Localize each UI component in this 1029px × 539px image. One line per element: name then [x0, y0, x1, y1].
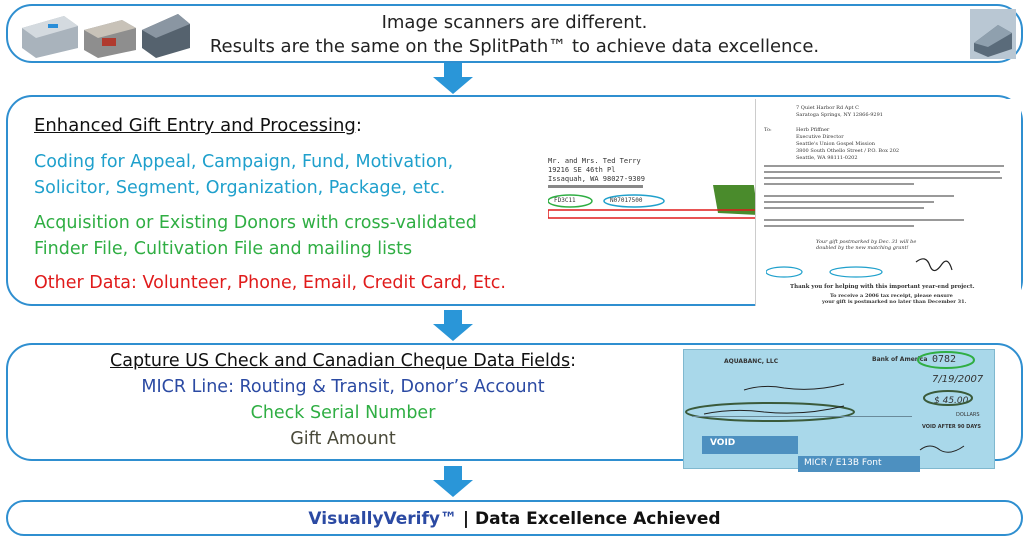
- letter-addr-1: 7 Quiet Harbor Rd Apt C: [796, 105, 859, 111]
- down-arrow-icon: [433, 63, 473, 94]
- donors-line-2: Finder File, Cultivation File and mailin…: [34, 239, 413, 259]
- check-date: 7/19/2007: [932, 374, 984, 385]
- check-serial-text: Check Serial Number: [250, 403, 436, 423]
- letter-note: Your gift postmarked by Dec. 31 will be …: [816, 239, 917, 251]
- letter-receipt-2: your gift is postmarked no later than De…: [822, 299, 967, 305]
- scanner-images: [22, 14, 190, 58]
- letter-recipient: Herb Pfiffner: [796, 127, 830, 133]
- check-amount: $ 45.00: [934, 396, 969, 406]
- scanner-3-image: [142, 14, 190, 58]
- address-code-1: FD3C11: [554, 197, 576, 204]
- letter-receipt-1: To receive a 2006 tax receipt, please en…: [830, 293, 953, 299]
- scanner-4-image: [970, 9, 1016, 59]
- micr-line-text: MICR Line: Routing & Transit, Donor’s Ac…: [141, 377, 545, 397]
- verify-brand: VisuallyVerify™: [308, 509, 457, 529]
- scanner-2-image: [84, 20, 136, 58]
- address-city: Issaquah, WA 98027-9309: [548, 175, 645, 183]
- verify-message: Data Excellence Achieved: [475, 509, 721, 529]
- address-name: Mr. and Mrs. Ted Terry: [548, 157, 641, 165]
- check-company: AQUABANC, LLC: [724, 358, 779, 365]
- other-data-text: Other Data: Volunteer, Phone, Email, Cre…: [34, 270, 506, 296]
- coding-line-1: Coding for Appeal, Campaign, Fund, Motiv…: [34, 152, 454, 172]
- letter-to: To:: [764, 127, 772, 133]
- down-arrow-icon: [433, 466, 473, 497]
- donors-text: Acquisition or Existing Donors with cros…: [34, 210, 477, 262]
- scanners-line-1: Image scanners are different.: [381, 12, 648, 33]
- letter-thanks: Thank you for helping with this importan…: [790, 284, 975, 290]
- scanner-1-image: [22, 16, 78, 58]
- address-code-2: N07017500: [610, 197, 643, 204]
- check-void-after: VOID AFTER 90 DAYS: [922, 424, 981, 430]
- donors-line-1: Acquisition or Existing Donors with cros…: [34, 213, 477, 233]
- address-street: 19216 SE 46th Pl: [548, 166, 616, 174]
- gift-amount-text: Gift Amount: [290, 429, 396, 449]
- scanners-panel: Image scanners are different. Results ar…: [6, 4, 1023, 63]
- check-micr-label: MICR / E13B Font: [798, 456, 920, 472]
- check-markup: [685, 351, 975, 453]
- other-data-line: Other Data: Volunteer, Phone, Email, Cre…: [34, 273, 506, 293]
- letter-signature-markup: [766, 258, 953, 278]
- letter-street: 3800 South Othello Street / P.O. Box 202: [796, 148, 900, 154]
- letter-body-lines: [764, 165, 1004, 227]
- scanners-line-2: Results are the same on the SplitPath™ t…: [209, 36, 820, 57]
- down-arrow-icon: [433, 310, 473, 341]
- check-number: 0782: [932, 354, 957, 365]
- gift-entry-panel: Enhanced Gift Entry and Processing: Codi…: [6, 95, 1023, 306]
- gift-entry-heading: Enhanced Gift Entry and Processing:: [34, 115, 362, 136]
- verify-text: VisuallyVerify™ | Data Excellence Achiev…: [8, 509, 1021, 529]
- verify-separator: |: [462, 509, 470, 529]
- coding-text: Coding for Appeal, Campaign, Fund, Motiv…: [34, 149, 453, 201]
- check-capture-heading: Capture US Check and Canadian Cheque Dat…: [110, 351, 576, 371]
- address-markup: [548, 185, 779, 219]
- coding-line-2: Solicitor, Segment, Organization, Packag…: [34, 178, 446, 198]
- check-bank: Bank of America: [872, 356, 928, 363]
- letter-addr-2: Saratoga Springs, NY 12866-9291: [796, 112, 883, 118]
- address-sample-image: Mr. and Mrs. Ted Terry 19216 SE 46th Pl …: [548, 157, 780, 227]
- letter-sample-image: 7 Quiet Harbor Rd Apt C Saratoga Springs…: [755, 99, 1021, 306]
- letter-city: Seattle, WA 98111-0202: [796, 155, 858, 161]
- check-void-label: VOID: [702, 436, 798, 454]
- verify-panel: VisuallyVerify™ | Data Excellence Achiev…: [6, 500, 1023, 536]
- letter-org: Seattle's Union Gospel Mission: [796, 141, 875, 147]
- check-sample-image: AQUABANC, LLC Bank of America 0782 7/19/…: [683, 349, 995, 472]
- check-dollars: DOLLARS: [956, 412, 980, 418]
- letter-title: Executive Director: [796, 134, 844, 140]
